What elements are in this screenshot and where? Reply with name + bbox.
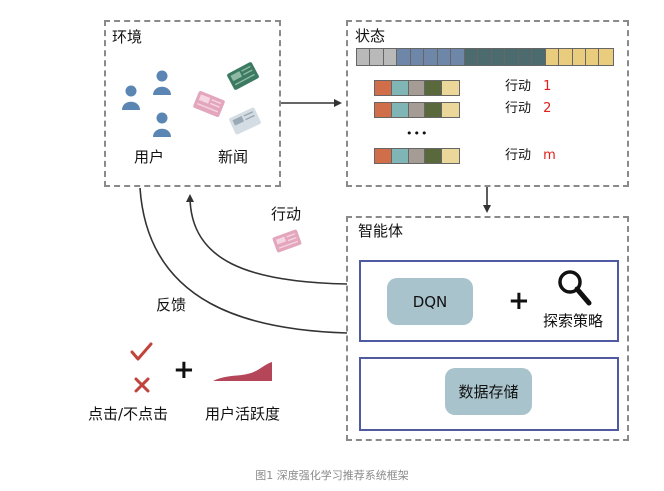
feedback-label: 反馈 <box>156 296 187 314</box>
dqn-box: DQN <box>387 278 473 325</box>
action-1-index: 1 <box>543 79 552 94</box>
figure-caption: 图1 深度强化学习推荐系统框架 <box>255 469 409 482</box>
explore-strategy-label: 探索策略 <box>543 312 604 330</box>
action-cell <box>375 103 392 117</box>
dqn-panel <box>359 260 619 342</box>
state-cell <box>410 49 425 65</box>
action-cell <box>408 103 426 117</box>
click-label: 点击/不点击 <box>88 405 169 423</box>
state-vector-bar <box>356 48 614 66</box>
action-cell <box>425 149 443 163</box>
action-2-label: 行动 2 <box>505 102 551 115</box>
arrow-agent-to-env <box>186 194 348 285</box>
action-1-label: 行动 1 <box>505 80 551 93</box>
action-vector-1 <box>374 80 460 96</box>
environment-title: 环境 <box>112 28 143 46</box>
environment-box <box>104 20 281 187</box>
state-title: 状态 <box>355 27 386 45</box>
state-cell <box>572 49 586 65</box>
state-cell <box>505 49 519 65</box>
action-cell <box>375 149 392 163</box>
action-m-index: m <box>543 148 556 163</box>
action-cell <box>442 103 459 117</box>
state-cell <box>383 49 398 65</box>
ellipsis: ••• <box>406 127 429 140</box>
agent-title: 智能体 <box>358 222 404 240</box>
action-m-label: 行动 m <box>505 149 556 162</box>
agent-box <box>346 216 629 441</box>
state-cell <box>491 49 506 65</box>
storage-box: 数据存储 <box>445 368 532 415</box>
action-vector-m <box>374 148 460 164</box>
state-cell <box>370 49 384 65</box>
state-cell <box>585 49 600 65</box>
state-cell <box>599 49 613 65</box>
dqn-plus: + <box>508 286 530 316</box>
state-cell <box>451 49 465 65</box>
action-cell <box>442 149 459 163</box>
action-cell <box>391 149 409 163</box>
action-cell <box>425 103 443 117</box>
state-cell <box>397 49 411 65</box>
state-cell <box>518 49 533 65</box>
action-2-text: 行动 <box>505 101 532 116</box>
storage-panel <box>359 357 619 431</box>
action-m-text: 行动 <box>505 148 532 163</box>
news-label: 新闻 <box>218 148 249 166</box>
user-label: 用户 <box>134 148 165 166</box>
state-cell <box>437 49 452 65</box>
action-cell <box>391 103 409 117</box>
action-cell <box>375 81 392 95</box>
state-cell <box>424 49 438 65</box>
action-cell <box>408 81 426 95</box>
action-1-text: 行动 <box>505 79 532 94</box>
action-cell <box>442 81 459 95</box>
state-cell <box>532 49 546 65</box>
state-cell <box>357 49 371 65</box>
state-cell <box>545 49 560 65</box>
action-vector-2 <box>374 102 460 118</box>
activity-label: 用户活跃度 <box>205 405 281 423</box>
storage-label: 数据存储 <box>458 383 519 401</box>
action-cell <box>408 149 426 163</box>
state-box <box>346 20 629 187</box>
state-cell <box>464 49 479 65</box>
action-cell <box>391 81 409 95</box>
dqn-label: DQN <box>412 292 448 311</box>
feedback-plus: + <box>173 355 195 385</box>
state-cell <box>478 49 492 65</box>
action-flow-label: 行动 <box>271 205 302 223</box>
feedback-curve <box>139 187 348 334</box>
state-cell <box>559 49 573 65</box>
action-cell <box>425 81 443 95</box>
action-2-index: 2 <box>543 101 552 116</box>
